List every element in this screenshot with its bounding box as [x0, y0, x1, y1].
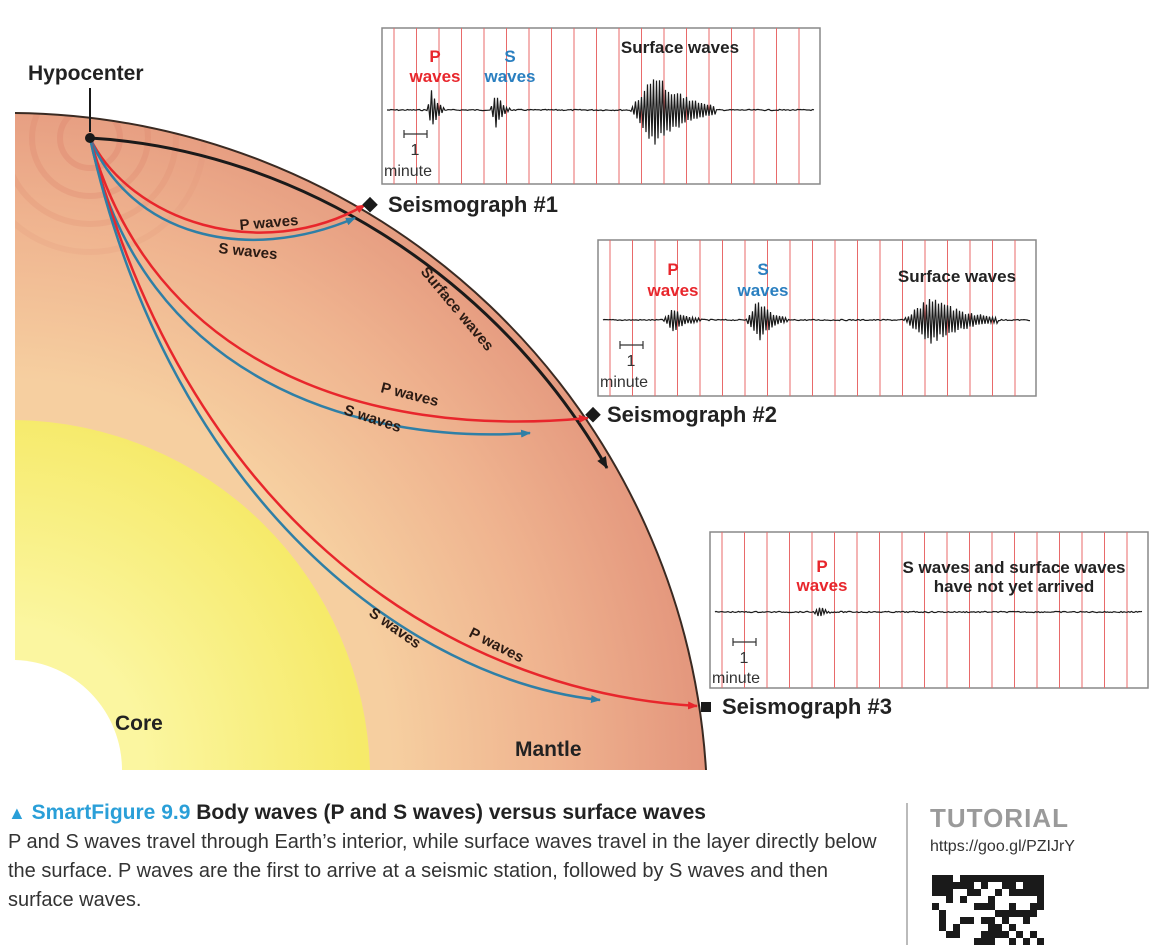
seismogram-trace	[714, 607, 1143, 617]
surface-wave-arrival-label: Surface waves	[621, 38, 739, 57]
time-scale-number: 1	[411, 142, 420, 159]
seismogram-record-1: P waves S waves Surface waves 1 minute	[381, 27, 821, 185]
hypocenter-dot	[85, 133, 95, 143]
mantle-label: Mantle	[515, 738, 582, 761]
s-arrival-label-top: S	[757, 260, 768, 279]
tutorial-box: TUTORIAL https://goo.gl/PZIJrY	[906, 803, 1156, 945]
p-wave-path-3	[88, 137, 698, 710]
p-wave-label-1: P waves	[239, 212, 299, 234]
station-marker-1	[362, 196, 378, 213]
hypocenter-label: Hypocenter	[28, 62, 144, 85]
p-arrival-label-top: P	[429, 47, 440, 66]
s-wave-label-1: S waves	[218, 240, 279, 263]
caption-title: Body waves (P and S waves) versus surfac…	[196, 801, 706, 824]
s-wave-path-2	[88, 137, 531, 438]
tutorial-url[interactable]: https://goo.gl/PZIJrY	[930, 838, 1075, 855]
station-label-1: Seismograph #1	[388, 192, 558, 217]
time-scale-unit: minute	[384, 163, 432, 180]
s-arrival-label-bottom: waves	[483, 67, 535, 86]
p-wave-path-2	[88, 137, 589, 423]
station-marker-2	[585, 406, 601, 423]
figure-caption: ▲ SmartFigure 9.9 Body waves (P and S wa…	[8, 800, 898, 915]
record-frame	[709, 531, 1149, 689]
seismogram-trace	[602, 298, 1031, 344]
seismic-wave-diagram: Hypocenter P waves S waves P waves S wav…	[14, 27, 1149, 771]
qr-code-icon[interactable]	[932, 875, 1044, 945]
time-scale-unit: minute	[600, 374, 648, 391]
s-wave-path-3	[88, 137, 601, 704]
time-scale-number: 1	[627, 353, 636, 370]
station-marker-3	[701, 702, 711, 712]
station-label-2: Seismograph #2	[607, 402, 777, 427]
time-scale-number: 1	[740, 650, 749, 667]
not-arrived-note-line1: S waves and surface waves	[902, 558, 1125, 577]
surface-wave-arrow	[89, 136, 609, 469]
caption-body: P and S waves travel through Earth’s int…	[8, 831, 877, 911]
core-region	[15, 420, 370, 770]
s-arrival-label-bottom: waves	[736, 281, 788, 300]
p-arrival-label-bottom: waves	[646, 281, 698, 300]
tutorial-title: TUTORIAL	[930, 803, 1069, 833]
p-arrival-label-bottom: waves	[795, 576, 847, 595]
s-arrival-label-top: S	[504, 47, 515, 66]
station-label-3: Seismograph #3	[722, 694, 892, 719]
p-arrival-label-top: P	[667, 260, 678, 279]
caption-figure-label: SmartFigure 9.9	[31, 801, 191, 824]
s-wave-path-1	[88, 137, 356, 242]
caption-heading: ▲ SmartFigure 9.9 Body waves (P and S wa…	[8, 800, 898, 826]
p-arrival-label-top: P	[816, 557, 827, 576]
inner-core-region	[15, 660, 123, 770]
not-arrived-note-line2: have not yet arrived	[934, 577, 1095, 596]
surface-wave-arrival-label: Surface waves	[898, 267, 1016, 286]
triangle-icon: ▲	[8, 803, 26, 823]
record-frame	[381, 27, 821, 185]
seismogram-trace	[387, 79, 815, 145]
p-wave-path-1	[88, 137, 366, 234]
p-arrival-label-bottom: waves	[408, 67, 460, 86]
seismogram-record-2: P waves S waves Surface waves 1 minute	[597, 239, 1037, 397]
seismogram-record-3: P waves S waves and surface waves have n…	[709, 531, 1149, 689]
time-scale-unit: minute	[712, 670, 760, 687]
earth-cross-section	[14, 112, 707, 771]
earth-surface-line	[14, 112, 707, 771]
core-label: Core	[115, 712, 163, 735]
